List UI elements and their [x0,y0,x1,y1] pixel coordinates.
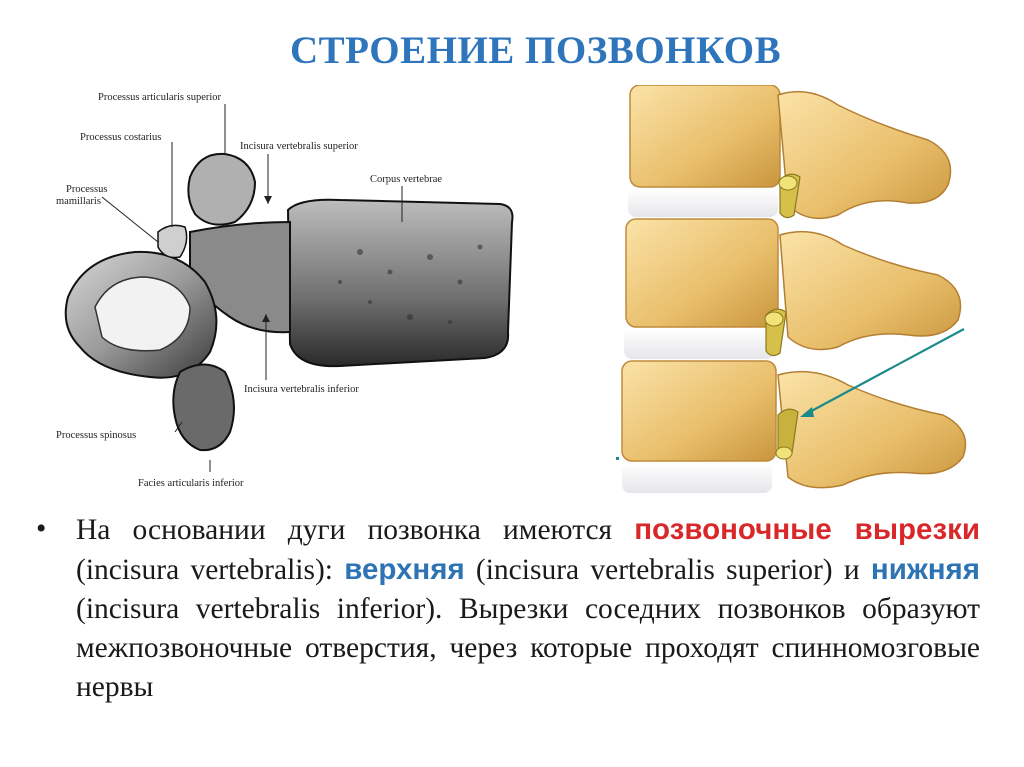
body-text-4: (incisura vertebralis inferior). Вырезки… [76,593,980,703]
label-processus-mamillaris-1: Processus [66,184,107,195]
label-processus-spinosus: Processus spinosus [56,430,136,441]
corpus-vertebrae-shape [286,198,514,368]
intervertebral-disc-2 [624,329,774,359]
label-processus-articularis-superior: Processus articularis superior [98,92,222,103]
superior-articular-process-shape [187,152,257,226]
intervertebral-disc-3 [622,463,772,493]
spine-segment-illustration [616,85,967,493]
body-text-3: (incisura vertebralis superior) и [464,554,871,586]
bullet-marker: • [36,513,47,545]
label-processus-mamillaris-2: mamillaris [56,196,101,207]
label-incisura-vertebralis-inferior: Incisura vertebralis inferior [244,384,359,395]
label-corpus-vertebrae: Corpus vertebrae [370,174,442,185]
foramen-pointer-arrow [803,328,965,416]
spinal-nerve-roots [764,173,801,460]
spinous-process-shape [172,363,235,452]
label-incisura-vertebralis-superior: Incisura vertebralis superior [240,141,358,152]
vertebral-body-3 [621,360,777,462]
intervertebral-disc-1 [628,189,778,217]
vertebral-body-2 [625,218,779,328]
highlight-inferior: нижняя [870,553,980,586]
body-text-1: На основании дуги позвонка имеются [76,514,635,546]
body-paragraph: На основании дуги позвонка имеются позво… [76,510,980,707]
label-processus-costarius: Processus costarius [80,132,161,143]
label-facies-articularis-inferior: Facies articularis inferior [138,478,244,489]
highlight-superior: верхняя [344,553,465,586]
vertebra-side-view-figure: Processus articularis superior Processus… [56,92,514,489]
highlight-vertebral-notches: позвоночные вырезки [634,513,981,546]
page-title: СТРОЕНИЕ ПОЗВОНКОВ [290,29,782,72]
body-text-2: (incisura vertebralis): [76,554,345,586]
vertebral-body-1 [629,85,781,188]
